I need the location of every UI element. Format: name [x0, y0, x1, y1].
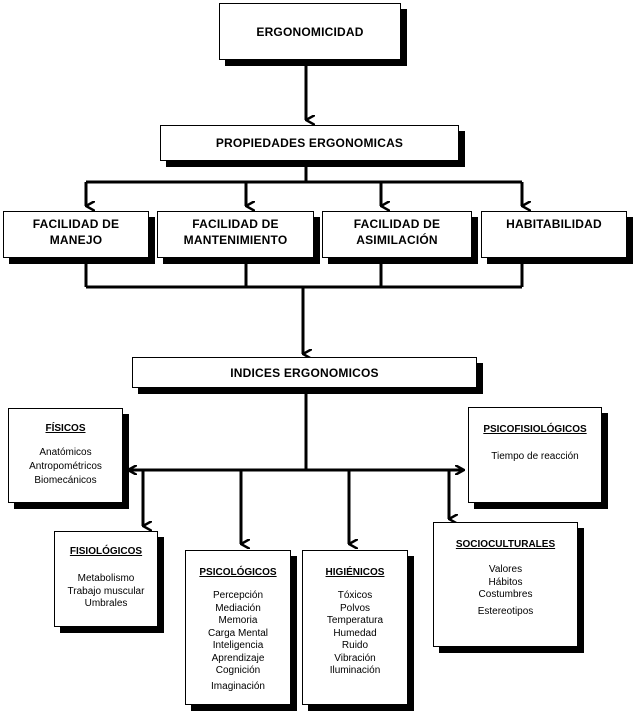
list-item: Carga Mental	[207, 627, 269, 639]
indices-title: INDICES ERGONOMICOS	[230, 365, 379, 380]
list-item: Temperatura	[326, 615, 384, 626]
list-item: Memoria	[218, 615, 258, 626]
higienicos-title: HIGIÉNICOS	[325, 567, 385, 578]
list-item: Antropométricos	[29, 461, 102, 472]
facilidad-mantenimiento-line1: FACILIDAD DE	[192, 217, 279, 231]
ergonomicidad-box: ERGONOMICIDAD	[219, 3, 401, 60]
list-item: Cognición	[215, 665, 261, 676]
list-item: Tóxicos	[337, 590, 373, 601]
psicofisiologicos-box: PSICOFISIOLÓGICOS Tiempo de reacción	[468, 407, 602, 503]
fisiologicos-items: Metabolismo Trabajo muscular Umbrales	[68, 573, 145, 611]
facilidad-mantenimiento-box: FACILIDAD DE MANTENIMIENTO	[157, 211, 314, 258]
psicofisiologicos-title: PSICOFISIOLÓGICOS	[483, 424, 587, 435]
propiedades-title: PROPIEDADES ERGONOMICAS	[215, 136, 404, 150]
list-item: Imaginación	[211, 680, 265, 692]
list-item: Anatómicos	[39, 447, 92, 458]
list-item: Estereotipos	[477, 605, 534, 617]
facilidad-asimilacion-line2: ASIMILACIÓN	[356, 233, 438, 247]
fisiologicos-title: FISIOLÓGICOS	[69, 546, 143, 557]
list-item: Hábitos	[488, 576, 523, 588]
socioculturales-box: SOCIOCULTURALES Valores Hábitos Costumbr…	[433, 522, 578, 647]
list-item: Vibración	[334, 652, 376, 664]
list-item: Iluminación	[329, 665, 381, 676]
propiedades-box: PROPIEDADES ERGONOMICAS	[160, 125, 459, 161]
fisicos-items: Anatómicos Antropométricos Biomecánicos	[29, 446, 102, 488]
facilidad-asimilacion-line1: FACILIDAD DE	[353, 217, 441, 231]
socioculturales-items: Valores Hábitos Costumbres Estereotipos	[478, 564, 534, 618]
list-item: Polvos	[339, 602, 370, 614]
higienicos-box: HIGIÉNICOS Tóxicos Polvos Temperatura Hu…	[302, 550, 408, 705]
list-item: Metabolismo	[77, 573, 135, 584]
list-item: Aprendizaje	[211, 652, 265, 664]
fisicos-box: FÍSICOS Anatómicos Antropométricos Biome…	[8, 408, 123, 503]
list-item: Valores	[488, 564, 523, 575]
psicologicos-title: PSICOLÓGICOS	[199, 567, 277, 578]
fisiologicos-box: FISIOLÓGICOS Metabolismo Trabajo muscula…	[54, 531, 158, 627]
list-item: Mediación	[215, 602, 261, 614]
list-item: Ruido	[341, 640, 369, 651]
psicofisiologicos-items: Tiempo de reacción	[491, 451, 578, 464]
facilidad-asimilacion-box: FACILIDAD DE ASIMILACIÓN	[322, 211, 472, 258]
psicologicos-items: Percepción Mediación Memoria Carga Menta…	[208, 590, 268, 693]
facilidad-manejo-line1: FACILIDAD DE	[32, 217, 120, 231]
ergonomicidad-title: ERGONOMICIDAD	[256, 24, 364, 39]
list-item: Percepción	[212, 590, 264, 601]
list-item: Biomecánicos	[34, 475, 97, 486]
list-item: Trabajo muscular	[67, 585, 145, 597]
fisicos-title: FÍSICOS	[45, 423, 86, 434]
facilidad-mantenimiento-line2: MANTENIMIENTO	[183, 233, 288, 247]
facilidad-manejo-box: FACILIDAD DE MANEJO	[3, 211, 149, 258]
list-item: Humedad	[333, 627, 377, 639]
higienicos-items: Tóxicos Polvos Temperatura Humedad Ruido…	[327, 590, 383, 678]
list-item: Costumbres	[478, 589, 533, 600]
socioculturales-title: SOCIOCULTURALES	[455, 539, 556, 550]
facilidad-manejo-line2: MANEJO	[49, 233, 103, 247]
habitabilidad-title: HABITABILIDAD	[506, 217, 602, 231]
list-item: Inteligencia	[212, 640, 264, 651]
list-item: Umbrales	[84, 598, 128, 609]
habitabilidad-box: HABITABILIDAD	[481, 211, 627, 258]
list-item: Tiempo de reacción	[491, 451, 579, 462]
psicologicos-box: PSICOLÓGICOS Percepción Mediación Memori…	[185, 550, 291, 705]
indices-box: INDICES ERGONOMICOS	[132, 357, 477, 388]
